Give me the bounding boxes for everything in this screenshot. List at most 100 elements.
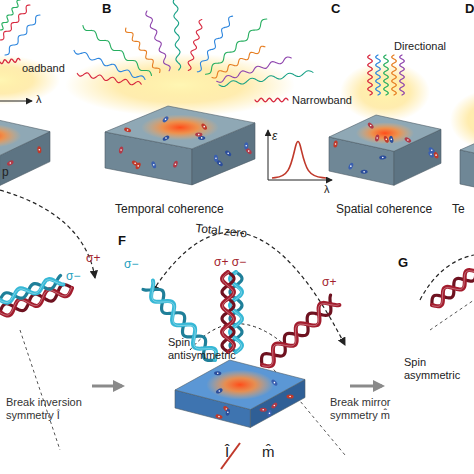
emitter-particle [286,394,293,398]
emitter-dot [248,150,250,152]
emitter-dot [201,137,203,139]
symmetry-symbol: Î [225,443,245,460]
annotation-text: Total zero [195,222,276,244]
emitter-particle [118,146,124,154]
panel-letter: C [331,2,351,17]
spin-label: σ+ [86,252,116,266]
emitter-dot [134,163,136,165]
emitter-dot [137,165,139,167]
emission-wave [376,55,381,95]
emitter-dot [203,126,205,128]
emitter-particle [360,170,367,174]
helix-front-strand [222,272,234,352]
spectrum-peak [272,142,326,179]
helix-highlight [0,280,63,303]
emitter-dot [407,139,409,141]
panel-caption: Te [452,203,474,217]
emitter-dot [218,416,220,418]
emitter-particle [383,135,390,143]
emission-wave [74,50,145,79]
emitter-dot [165,119,167,121]
spin-label: σ+ [322,276,352,290]
emitter-dot [226,408,228,410]
emitter-particle [162,115,170,123]
panel-caption: Spatial coherence [336,203,466,217]
helix-highlight [223,272,234,352]
helix-front-strand [432,270,474,306]
emitter-particle [195,133,202,137]
emitter-dot [385,139,387,141]
spin-label: σ− [66,270,96,284]
glow [450,90,474,150]
emitter-dot [215,157,217,159]
emitter-particle [37,146,42,154]
emission-wave [0,0,20,30]
emitter-dot [217,372,219,374]
emitter-particle [333,140,338,148]
dashed-arc [0,190,95,278]
hot-spot [0,124,21,148]
emitter-particle [172,160,178,168]
transition-label: Break inversion symmetry Î [6,396,98,421]
emission-wave [173,0,180,70]
emitter-dot [198,134,200,136]
slab-top-face [329,115,441,151]
slab-top-face [175,360,305,410]
emission-wave [0,58,20,63]
emitter-dot [175,163,177,165]
helix-front-strand [151,281,216,360]
transition-arrow [92,385,122,388]
helix-back-strand [222,272,234,352]
annotation-text: Spin antisymmetric [168,336,246,361]
emission-wave [212,46,265,78]
axis-arrow [268,180,332,181]
emitter-dot [219,390,221,392]
axis-arrow [0,101,32,102]
emitter-dot [227,411,229,413]
hot-spot [206,370,274,400]
emitter-dot [269,412,271,414]
emitter-particle [270,379,278,387]
strike-slash [221,443,240,469]
emission-wave [400,55,405,95]
emitter-particle [389,135,394,143]
helix-front-strand [0,279,63,303]
emission-wave [126,28,160,73]
emitter-particle [428,146,436,154]
slab-top-face [0,116,50,156]
emission-wave [146,11,170,71]
slab-left-face [460,150,474,201]
emission-wave [188,20,202,71]
emitter-particle [374,134,379,142]
emitter-particle [135,162,142,170]
emitter-dot [350,165,352,167]
transition-label: Break mirror symmetry m̂ [330,396,410,421]
helix-highlight [432,271,474,307]
emitter-particle [124,127,132,133]
emitter-dot [274,405,276,407]
symmetry-symbol: m̂ [262,443,282,460]
hot-spot [356,122,414,144]
emitter-dot [127,129,129,131]
emitter-dot [165,137,167,139]
spin-label: σ− [124,258,154,272]
panel-caption: Temporal coherence [115,203,255,217]
annotation-text: Spin asymmetric [404,356,474,381]
emitter-dot [10,162,12,164]
emitter-dot [153,164,155,166]
annotation-text: Directional [394,40,464,53]
emitter-dot [382,157,384,159]
emitter-particle [260,408,267,412]
emitter-particle [267,409,272,417]
emitter-particle [348,162,355,170]
mirror-line [430,300,474,330]
emitter-particle [214,371,221,375]
emitter-dot [370,125,372,127]
emission-wave [255,98,288,102]
legend-text: Narrowband [292,94,372,107]
emitter-dot [430,154,432,156]
emitter-particle [270,402,278,410]
emitter-particle [215,387,223,394]
panel-letter: D [465,2,474,17]
